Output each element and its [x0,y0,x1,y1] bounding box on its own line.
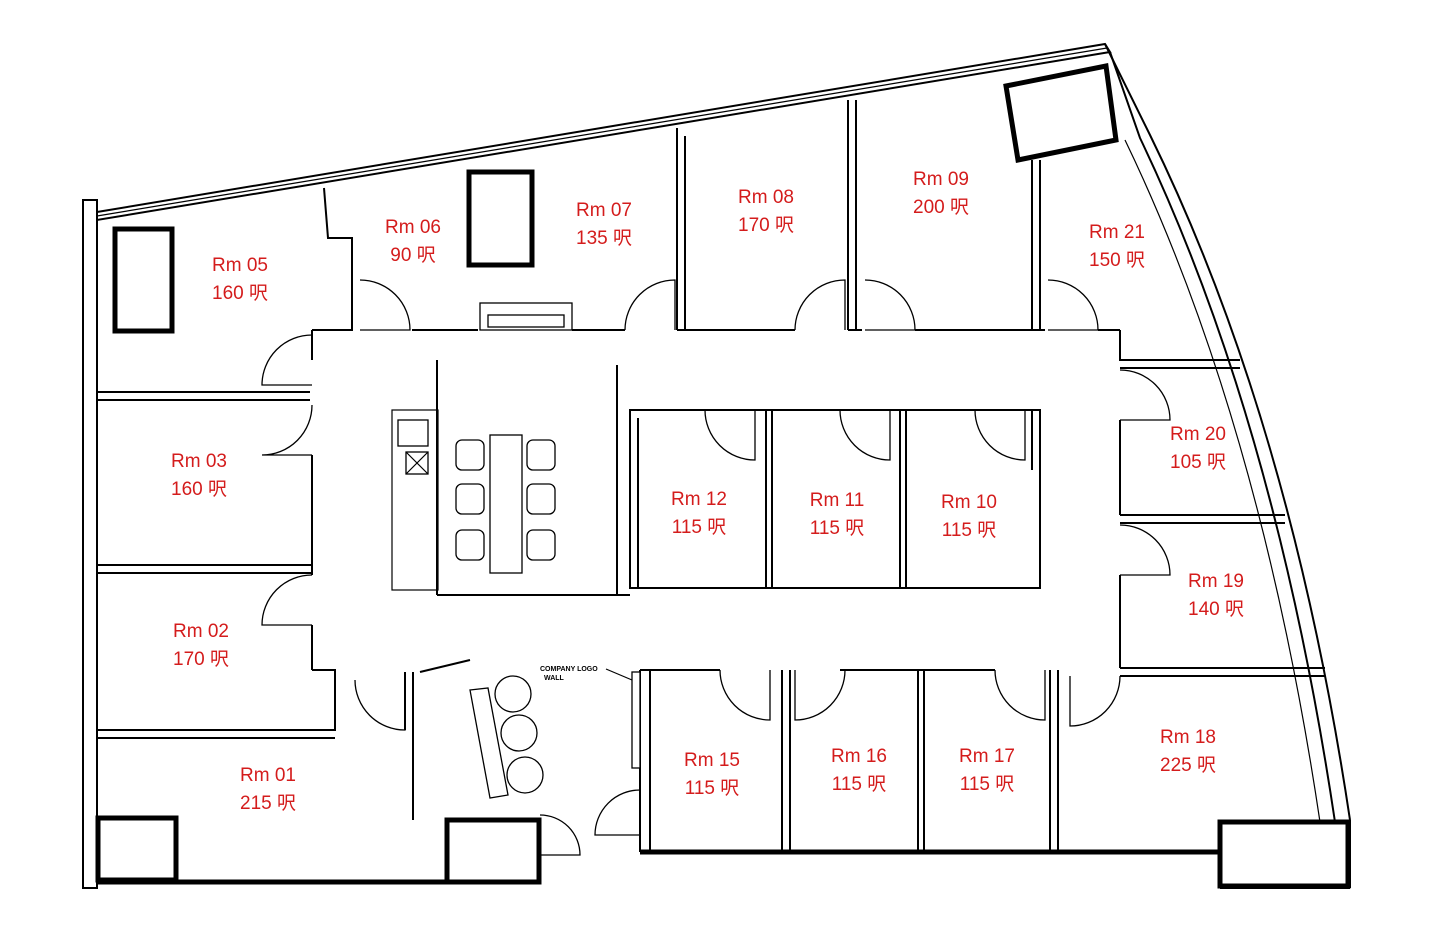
room-area: 150 呎 [1089,250,1145,271]
room-name: Rm 21 [1089,222,1145,243]
room-area: 115 呎 [832,774,887,795]
room-area: 225 呎 [1160,755,1216,776]
room-name: Rm 17 [959,746,1015,767]
room-area: 215 呎 [240,793,296,814]
room-area: 90 呎 [390,245,435,266]
room-area: 200 呎 [913,197,969,218]
logo-wall-label-line1: COMPANY LOGO [540,666,598,673]
room-name: Rm 06 [385,217,441,238]
partitions [97,100,1325,852]
room-area: 160 呎 [171,479,227,500]
room-name: Rm 05 [212,255,268,276]
room-name: Rm 12 [671,489,727,510]
room-area: 115 呎 [960,774,1015,795]
room-name: Rm 20 [1170,424,1226,445]
furniture [397,302,641,799]
room-area: 115 呎 [810,518,865,539]
room-name: Rm 18 [1160,727,1216,748]
room-name: Rm 03 [171,451,227,472]
columns [95,63,1351,889]
room-name: Rm 09 [913,169,969,190]
room-name: Rm 02 [173,621,229,642]
logo-wall-label-line2: WALL [544,675,565,682]
room-area: 160 呎 [212,283,268,304]
room-name: Rm 08 [738,187,794,208]
room-name: Rm 11 [810,490,865,511]
room-area: 105 呎 [1170,452,1226,473]
room-area: 170 呎 [173,649,229,670]
room-name: Rm 07 [576,200,632,221]
room-name: Rm 01 [240,765,296,786]
room-area: 115 呎 [672,517,727,538]
room-area: 115 呎 [942,520,997,541]
room-labels: Rm 01 215 呎 Rm 02 170 呎 Rm 03 160 呎 Rm 0… [171,169,1244,814]
doors [261,279,1171,856]
room-name: Rm 19 [1188,571,1244,592]
room-name: Rm 15 [684,750,740,771]
room-area: 140 呎 [1188,599,1244,620]
room-area: 170 呎 [738,215,794,236]
room-name: Rm 10 [941,492,997,513]
room-area: 135 呎 [576,228,632,249]
room-name: Rm 16 [831,746,887,767]
room-area: 115 呎 [685,778,740,799]
